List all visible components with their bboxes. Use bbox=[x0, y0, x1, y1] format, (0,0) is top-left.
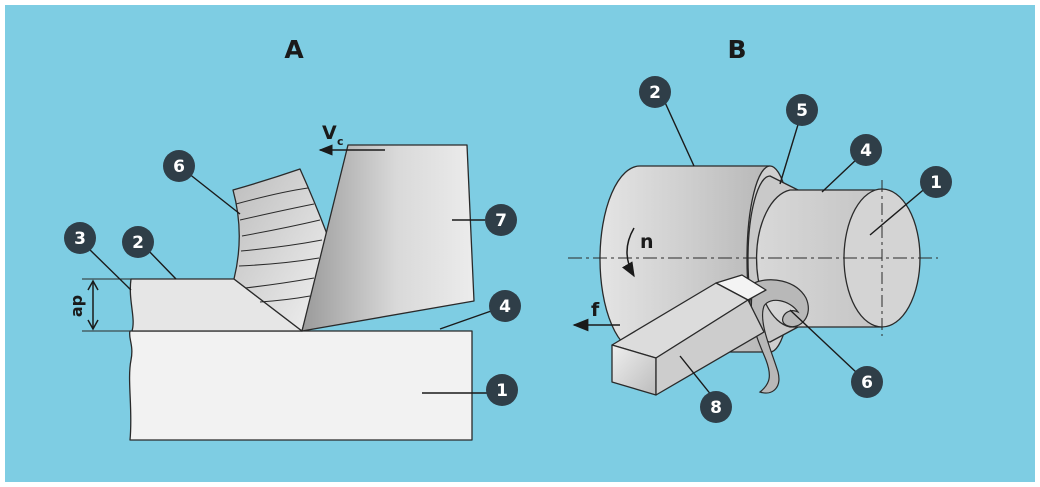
callout-b-8: 8 bbox=[700, 391, 732, 423]
leader-chip-b bbox=[789, 309, 858, 374]
rotation-indicator: n bbox=[622, 227, 654, 278]
speed-subscript: c bbox=[337, 135, 344, 148]
svg-text:6: 6 bbox=[861, 373, 873, 393]
callout-b-4: 4 bbox=[850, 134, 882, 166]
panel-a: A ap V c bbox=[64, 35, 521, 441]
svg-text:1: 1 bbox=[496, 381, 508, 401]
leader-transition-b bbox=[779, 117, 801, 185]
leader-tool-b bbox=[679, 355, 713, 397]
svg-text:4: 4 bbox=[499, 297, 511, 317]
callout-a-1: 1 bbox=[486, 374, 518, 406]
callout-b-2: 2 bbox=[639, 76, 671, 108]
speed-label: V bbox=[322, 122, 337, 144]
svg-text:4: 4 bbox=[860, 141, 872, 161]
depth-label: ap bbox=[67, 295, 86, 317]
panel-b: B n f bbox=[568, 35, 952, 423]
callout-b-6: 6 bbox=[851, 366, 883, 398]
cut-layer bbox=[129, 278, 303, 332]
svg-text:5: 5 bbox=[796, 101, 808, 121]
turning-tool bbox=[611, 274, 767, 396]
svg-text:6: 6 bbox=[173, 157, 185, 177]
leader-layer-a bbox=[85, 245, 132, 291]
svg-text:1: 1 bbox=[930, 173, 942, 193]
feed-label: f bbox=[591, 299, 600, 321]
panel-b-title: B bbox=[727, 35, 746, 64]
callout-a-6: 6 bbox=[163, 150, 195, 182]
svg-text:2: 2 bbox=[649, 83, 661, 103]
depth-dimension: ap bbox=[67, 278, 131, 332]
callout-b-5: 5 bbox=[786, 94, 818, 126]
workpiece-block bbox=[128, 330, 473, 441]
leader-cylinder-b bbox=[662, 97, 695, 167]
callout-a-3: 3 bbox=[64, 222, 96, 254]
leader-bar-b bbox=[821, 157, 859, 193]
callout-a-4: 4 bbox=[489, 290, 521, 322]
feed-indicator: f bbox=[572, 299, 620, 332]
callout-b-1: 1 bbox=[920, 166, 952, 198]
svg-text:8: 8 bbox=[710, 398, 722, 418]
svg-text:3: 3 bbox=[74, 229, 86, 249]
cutting-speed-indicator: V c bbox=[318, 122, 385, 156]
chip-segments bbox=[232, 168, 328, 332]
svg-text:2: 2 bbox=[132, 233, 144, 253]
leader-end-face-b bbox=[869, 185, 929, 236]
callout-a-7: 7 bbox=[485, 204, 517, 236]
svg-text:7: 7 bbox=[495, 211, 507, 231]
rotation-label: n bbox=[640, 231, 654, 253]
leader-chip-a bbox=[187, 172, 241, 215]
callout-a-2: 2 bbox=[122, 226, 154, 258]
leader-machined-surface-a bbox=[439, 309, 495, 330]
panel-a-title: A bbox=[284, 35, 304, 64]
cutting-tool bbox=[301, 144, 475, 332]
